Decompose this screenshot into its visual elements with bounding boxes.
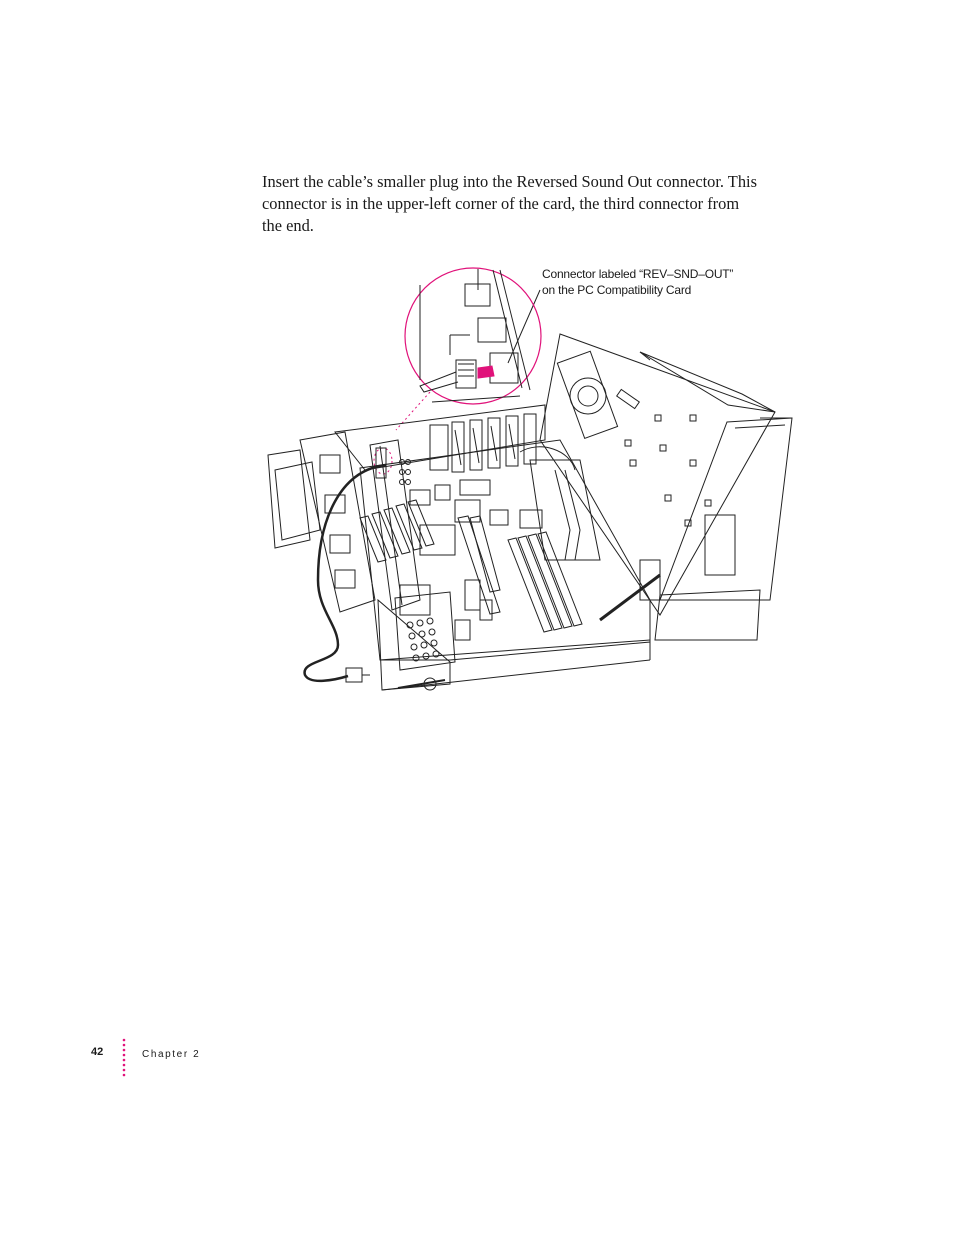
computer-interior-illustration: [267, 267, 793, 691]
pc-compatibility-card: [369, 439, 421, 611]
zoom-inset: [404, 267, 542, 405]
footer-dot-rule: [122, 1038, 126, 1077]
audio-cable: [303, 463, 387, 683]
page-number: 42: [91, 1046, 104, 1058]
chassis-latch: [397, 677, 446, 691]
chapter-label: Chapter 2: [142, 1049, 201, 1060]
instruction-paragraph: Insert the cable’s smaller plug into the…: [262, 171, 822, 237]
ram-slots: [457, 515, 583, 633]
dotted-leader: [395, 391, 431, 431]
motherboard-components: [399, 446, 661, 641]
drive-bay: [654, 417, 793, 641]
chassis: [334, 404, 651, 691]
side-panel: [539, 333, 776, 616]
callout-line-2: on the PC Compatibility Card: [542, 283, 692, 297]
instruction-line-3: the end.: [262, 216, 314, 235]
instruction-line-2: connector is in the upper-left corner of…: [262, 194, 740, 213]
instruction-line-1: Insert the cable’s smaller plug into the…: [262, 172, 757, 191]
callout-line-1: Connector labeled “REV–SND–OUT”: [542, 267, 734, 281]
pci-card-brackets: [429, 413, 537, 473]
button-array: [394, 591, 456, 671]
expansion-slots: [359, 499, 435, 563]
connector-callout-label: Connector labeled “REV–SND–OUT” on the P…: [542, 266, 733, 298]
cable-plug: [345, 667, 363, 683]
left-drive-cage: [267, 431, 376, 613]
